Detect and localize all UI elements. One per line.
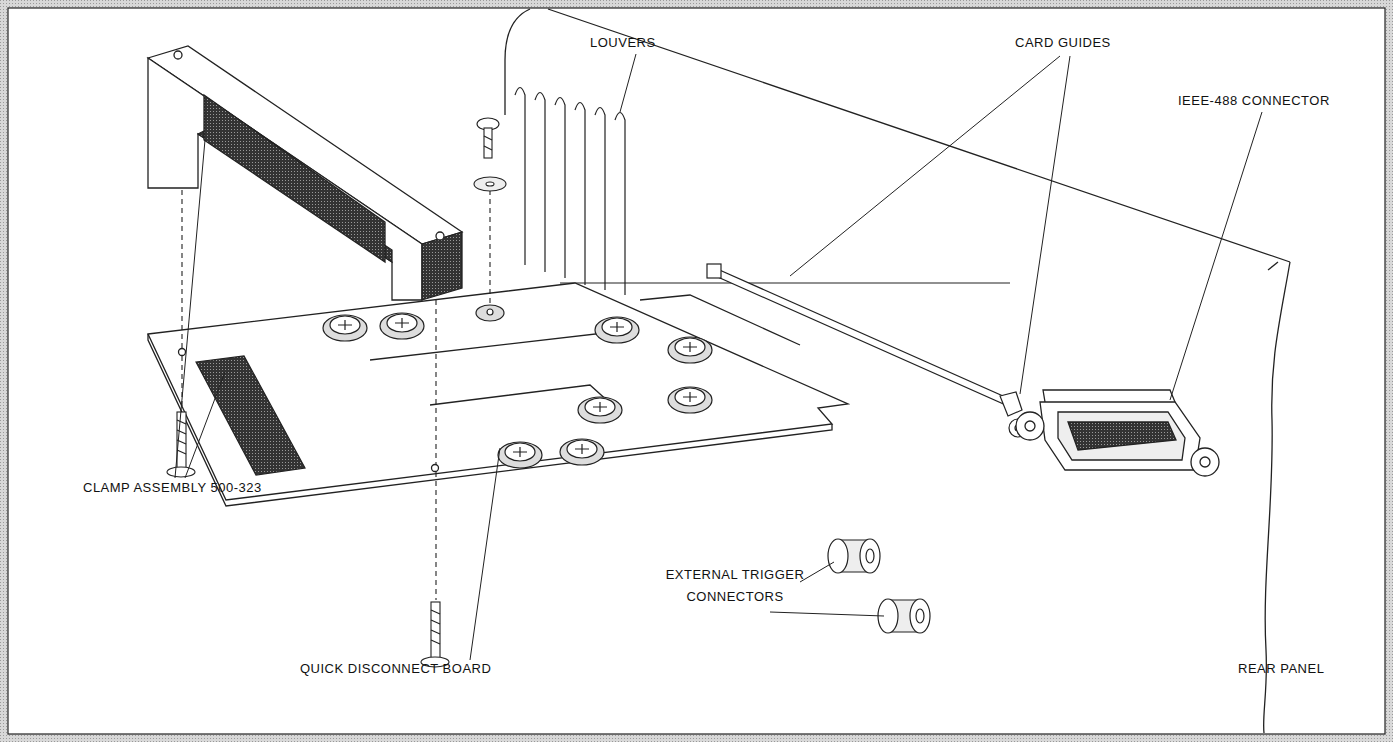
leader-lines bbox=[175, 54, 1262, 660]
clamp-strip bbox=[196, 356, 305, 475]
part-label: REAR PANEL bbox=[1238, 658, 1324, 680]
frame-inner bbox=[8, 8, 1385, 734]
part-label: CLAMP ASSEMBLY 500-323 bbox=[83, 477, 262, 499]
screws bbox=[167, 118, 506, 667]
ieee-connector bbox=[1016, 390, 1219, 476]
part-label: IEEE-488 CONNECTOR bbox=[1178, 90, 1330, 112]
part-label: EXTERNAL TRIGGER CONNECTORS bbox=[660, 564, 810, 608]
part-label: QUICK DISCONNECT BOARD bbox=[300, 658, 491, 680]
louvers bbox=[515, 88, 625, 296]
quick-disconnect-board bbox=[148, 283, 848, 506]
mounting-nuts bbox=[323, 305, 712, 468]
part-label: LOUVERS bbox=[590, 32, 656, 54]
part-label: CARD GUIDES bbox=[1015, 32, 1111, 54]
clamp-bar bbox=[148, 46, 462, 300]
trigger-connectors bbox=[828, 539, 930, 633]
